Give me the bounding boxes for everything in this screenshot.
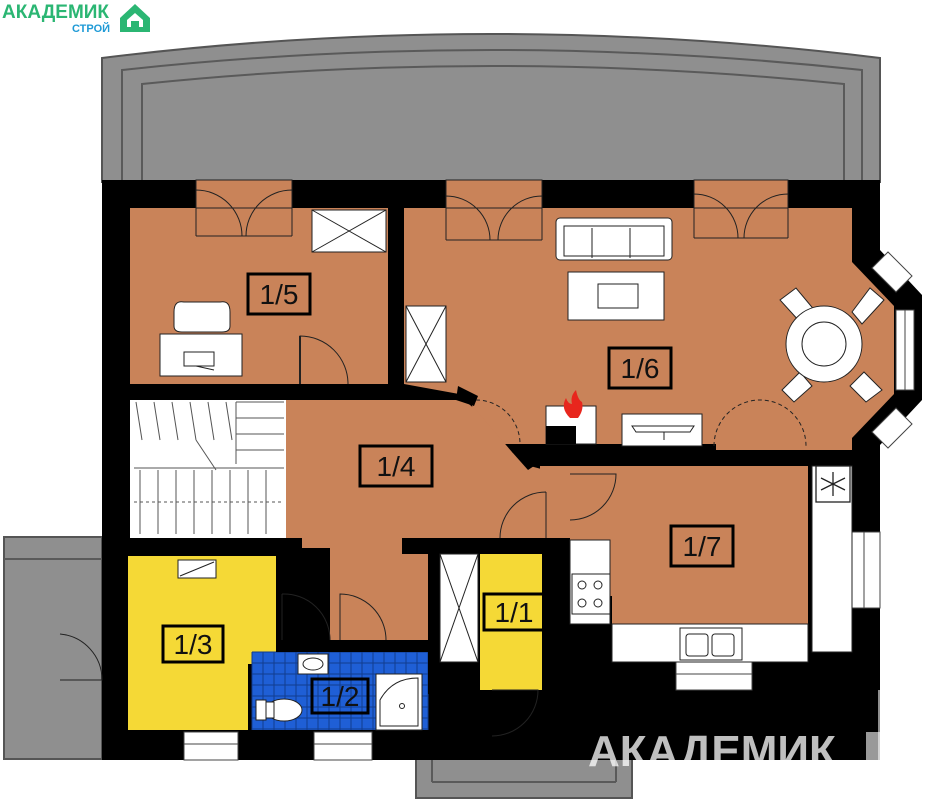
- room-label-1-5: 1/5: [246, 272, 312, 316]
- fireplace-icon: [545, 390, 597, 445]
- logo: АКАДЕМИК СТРОЙ: [2, 2, 150, 35]
- door-swings: [59, 335, 807, 737]
- stairs-floor: [130, 400, 286, 538]
- room-floor-1-6: [404, 208, 894, 462]
- sink-icon: [679, 627, 743, 661]
- logo-name: АКАДЕМИК: [2, 2, 109, 23]
- watermark-icon: [866, 732, 880, 760]
- room-label-1-1: 1/1: [482, 592, 546, 632]
- dining-table-icon: [779, 287, 885, 403]
- shower-icon: [375, 673, 423, 731]
- toilet-icon: [255, 698, 303, 722]
- room-number: 1/2: [321, 681, 360, 712]
- interior-walls: [114, 180, 880, 694]
- room-number: 1/7: [683, 531, 722, 562]
- room-label-1-6: 1/6: [607, 346, 673, 390]
- room-label-1-2: 1/2: [310, 677, 370, 715]
- room-labels: 1/1 1/2 1/3 1/4 1/5 1/6 1/7: [161, 272, 735, 715]
- tv-stand-icon: [621, 413, 703, 447]
- washbasin-icon: [297, 653, 329, 675]
- terrace-left: [3, 536, 103, 760]
- closet-1-5: [311, 209, 387, 253]
- closet-1-1: [439, 553, 479, 663]
- room-floor-1-3: [128, 556, 276, 730]
- room-label-1-3: 1/3: [161, 624, 225, 664]
- stairs-icon: [134, 401, 284, 534]
- closet-1-6: [405, 305, 447, 383]
- sofa-icon: [555, 217, 673, 261]
- terrace-top: [101, 33, 881, 183]
- cabinet-1-3: [177, 559, 217, 579]
- watermark-text: АКАДЕМИК: [588, 727, 836, 776]
- wall-pier-2: [512, 444, 540, 470]
- room-number: 1/5: [260, 279, 299, 310]
- coffee-table-icon: [567, 271, 665, 321]
- room-number: 1/1: [495, 597, 534, 628]
- room-number: 1/4: [377, 451, 416, 482]
- stove-icon: [571, 573, 611, 615]
- room-number: 1/6: [621, 353, 660, 384]
- room-label-1-7: 1/7: [669, 524, 735, 568]
- room-floor-1-4: [286, 400, 608, 640]
- windows: [183, 251, 915, 761]
- house-logo-icon: [120, 4, 150, 32]
- room-number: 1/3: [174, 629, 213, 660]
- wall-pier: [456, 386, 478, 406]
- top-doors: [195, 179, 789, 241]
- desk-icon: [159, 301, 243, 377]
- room-floor-1-1: [480, 538, 548, 690]
- logo-sub: СТРОЙ: [72, 22, 110, 35]
- room-label-1-4: 1/4: [358, 444, 434, 488]
- snowflake-icon: [815, 465, 851, 503]
